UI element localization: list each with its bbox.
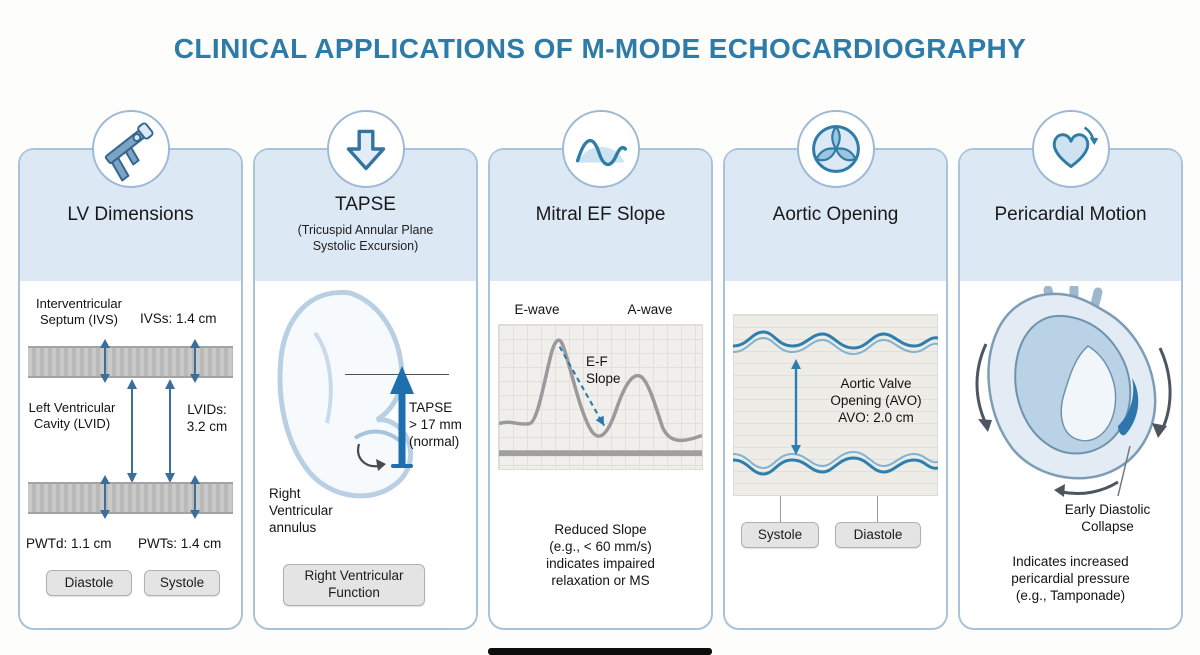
collapse-pointer-line [1117, 445, 1131, 497]
annulus-label: Right Ventricular annulus [269, 486, 333, 535]
aortic-valve-icon [796, 110, 875, 188]
page-title: CLINICAL APPLICATIONS OF M-MODE ECHOCARD… [173, 33, 1027, 64]
systole-button[interactable]: Systole [741, 522, 819, 548]
pwtd-value: PWTd: 1.1 cm [26, 536, 112, 551]
bottom-bar [488, 648, 712, 655]
panel-title: Aortic Opening [772, 204, 899, 225]
diastole-connector [877, 496, 878, 522]
septum-band [28, 346, 233, 378]
diastole-button[interactable]: Diastole [835, 522, 921, 548]
ivs-measure-arrow [100, 339, 110, 383]
posterior-wall-band [28, 482, 233, 514]
panel-subtitle: (Tricuspid Annular Plane Systolic Excurs… [297, 223, 434, 254]
avo-measure-arrow [791, 359, 801, 455]
down-arrow-icon [326, 110, 405, 188]
rv-heart-illustration [277, 289, 414, 499]
pwtd-measure-arrow [100, 475, 110, 519]
tamponade-note: Indicates increased pericardial pressure… [1011, 554, 1130, 603]
e-wave-label: E-wave [514, 302, 560, 317]
annulus-motion-arrow [357, 443, 386, 471]
systole-connector [780, 496, 781, 522]
lvid-label: Left Ventricular Cavity (LVID) [28, 400, 116, 432]
heart-icon [1031, 110, 1110, 188]
ivs-label: Interventricular Septum (IVS) [36, 296, 122, 328]
lvids-value: LVIDs: 3.2 cm [186, 402, 228, 434]
avo-label: Aortic Valve Opening (AVO) AVO: 2.0 cm [830, 376, 922, 425]
systole-button[interactable]: Systole [144, 570, 220, 596]
panel-title: TAPSE [335, 194, 396, 215]
diastole-button[interactable]: Diastole [46, 570, 132, 596]
pwts-value: PWTs: 1.4 cm [138, 536, 222, 551]
ivss-measure-arrow [190, 339, 200, 383]
lvid-measure-arrow [127, 379, 137, 483]
panel-aortic-opening: Aortic Opening Aortic Valve Opening (AVO… [723, 110, 948, 630]
wave-icon [561, 110, 640, 188]
panel-title: Pericardial Motion [994, 204, 1147, 225]
panel-mitral-ef-slope: Mitral EF Slope E-wave A-wave E-F Slope … [488, 110, 713, 630]
panel-title: LV Dimensions [67, 204, 194, 225]
ivss-value: IVSs: 1.4 cm [140, 311, 217, 326]
posterior-aortic-wall-trace [733, 450, 938, 476]
a-wave-label: A-wave [627, 302, 673, 317]
panel-lv-dimensions: LV Dimensions Interventricular Septum (I… [18, 110, 243, 630]
reduced-slope-note: Reduced Slope (e.g., < 60 mm/s) indicate… [546, 522, 655, 588]
panel-pericardial-motion: Pericardial Motion Early Diastolic Colla… [958, 110, 1183, 630]
pwts-measure-arrow [190, 475, 200, 519]
panel-title: Mitral EF Slope [535, 204, 666, 225]
tapse-measure-label: TAPSE > 17 mm (normal) [409, 400, 462, 449]
rv-function-button[interactable]: Right Ventricular Function [283, 564, 425, 606]
annular-plane-line [345, 374, 449, 375]
ef-waveform-chart [498, 324, 703, 470]
tapse-arrow [390, 366, 414, 468]
anterior-aortic-wall-trace [733, 330, 938, 356]
caliper-icon [91, 110, 170, 188]
lvids-measure-arrow [165, 379, 175, 483]
collapse-label: Early Diastolic Collapse [1064, 502, 1151, 534]
ef-slope-label: E-F Slope [586, 354, 621, 386]
panel-tapse: TAPSE (Tricuspid Annular Plane Systolic … [253, 110, 478, 630]
heart-illustration [975, 286, 1172, 497]
